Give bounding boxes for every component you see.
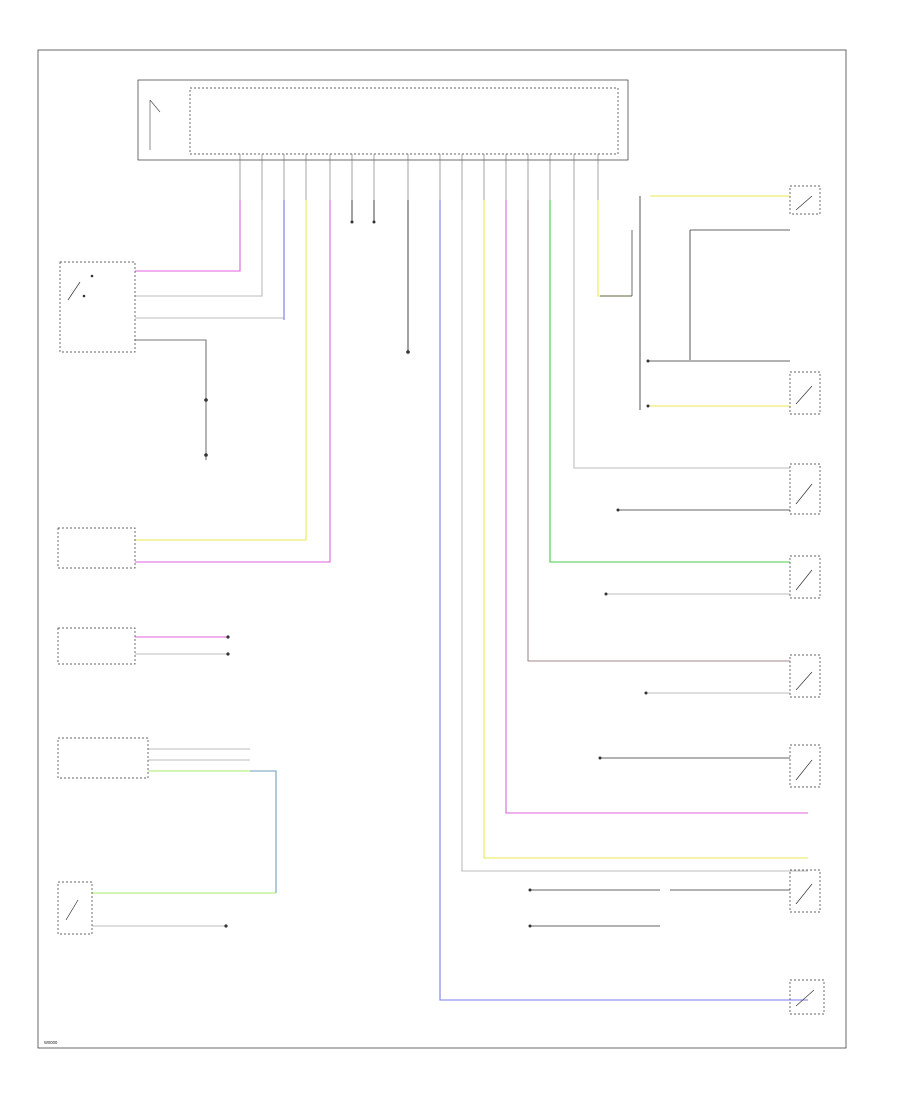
wire-brown-hood bbox=[527, 200, 790, 662]
wire-black-right-feed bbox=[689, 229, 790, 360]
wire-black-headlamp-ground bbox=[135, 339, 207, 460]
door-ajar-switches bbox=[789, 185, 825, 1015]
wire-yellow-long bbox=[483, 200, 808, 859]
wire-lightblue-rcm bbox=[250, 770, 277, 893]
junction-pins bbox=[239, 154, 599, 200]
wire-green-rear-door bbox=[549, 200, 790, 563]
splice-points bbox=[204, 220, 650, 928]
wire-violet-headlamp bbox=[135, 200, 241, 272]
wire-blue-long bbox=[439, 200, 808, 1001]
instrument-cluster bbox=[57, 627, 230, 665]
restraints-control-module bbox=[57, 737, 149, 779]
headlamp-switch bbox=[59, 261, 136, 353]
diagram-frame bbox=[37, 49, 847, 1049]
wire-violet-shift bbox=[135, 200, 331, 563]
wire-gray-short bbox=[573, 200, 790, 469]
wire-black-junction-drop bbox=[351, 200, 375, 222]
wire-gray-long-1 bbox=[461, 200, 808, 872]
wire-violet-long bbox=[505, 200, 808, 814]
liftgate-bracket bbox=[600, 230, 633, 297]
smart-junction-box bbox=[137, 79, 629, 161]
driver-seatbelt-switch bbox=[57, 881, 228, 935]
wire-gray-headlamp-1 bbox=[135, 200, 263, 297]
wire-yellow-right bbox=[597, 200, 632, 297]
wire-yellow-shift bbox=[135, 200, 307, 541]
shift-selector-switch bbox=[57, 527, 136, 569]
footer-code: W0000 bbox=[44, 1040, 58, 1045]
